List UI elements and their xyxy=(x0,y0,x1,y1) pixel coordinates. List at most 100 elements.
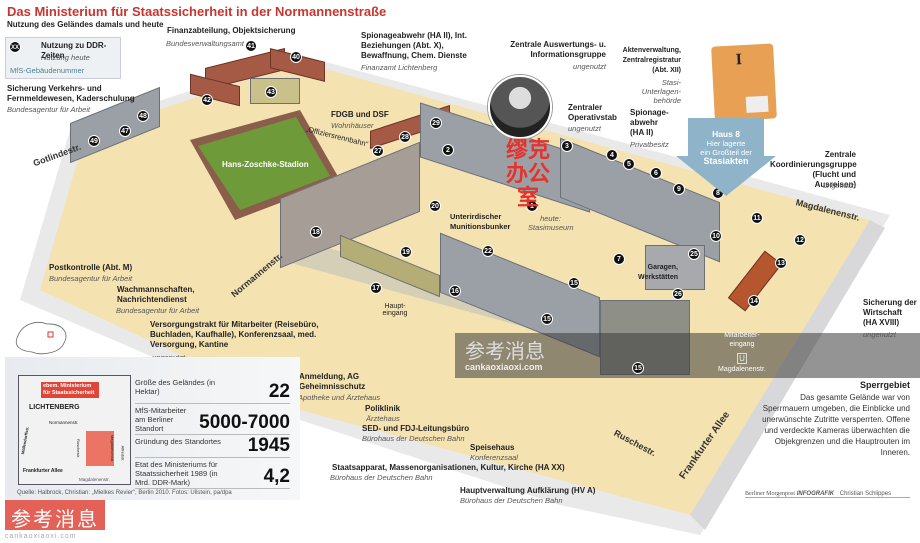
marker-19: 19 xyxy=(400,246,412,258)
main-entrance-label: Haupt-eingang xyxy=(382,303,408,317)
stat-value: 5000-7000 xyxy=(199,412,290,433)
marker-27: 27 xyxy=(372,145,384,157)
marker-28: 28 xyxy=(399,131,411,143)
label-postkontrolle: Postkontrolle (Abt. M) xyxy=(49,263,133,272)
ubahn-icon: U xyxy=(737,353,747,364)
watermark-url: cankaoxiaoxi.com xyxy=(465,362,543,372)
label-verkehr: Sicherung Verkehrs- und Fernmeldewesen, … xyxy=(7,84,135,103)
marker-48: 48 xyxy=(137,110,149,122)
haus8-arrow xyxy=(676,118,776,196)
label-sed: SED- und FDJ-Leitungsbüro xyxy=(362,424,470,433)
label-spionage-1-now: Finanzamt Lichtenberg xyxy=(361,63,438,72)
label-speisehaus: Speisehaus xyxy=(470,443,515,452)
label-operativstab-now: ungenutzt xyxy=(568,124,601,133)
watermark-chinese: 参考消息 xyxy=(465,339,545,363)
haus8-title: Haus 8 xyxy=(712,129,740,139)
minimap-station: Magdalenenstr. xyxy=(79,477,110,482)
label-finanz: Finanzabteilung, Objektsicherung xyxy=(167,26,296,35)
label-akten-now: Stasi-Unterlagen-behörde xyxy=(641,78,681,105)
bunker-label: Unterirdischer Munitionsbunker xyxy=(450,212,511,231)
stat-label: Etat des Ministeriums für Staatssicherhe… xyxy=(135,460,218,487)
minimap-label: ebem. Ministerium für Staatssicherheit xyxy=(41,382,99,398)
legend-then: Nutzung zu DDR-Zeiten xyxy=(41,41,107,60)
label-fdgb: FDGB und DSF xyxy=(331,110,389,119)
legend-number: MfS-Gebäudenummer xyxy=(10,66,85,75)
label-operativstab: Zentraler Operativstab xyxy=(568,103,617,122)
watermark-logo: 参考消息 xyxy=(5,500,105,531)
marker-10: 10 xyxy=(710,230,722,242)
source-note: Quelle: Halbrock, Christian: „Mielkes Re… xyxy=(17,490,232,496)
label-staatsapparat: Staatsapparat, Massenorganisationen, Kul… xyxy=(332,463,565,472)
museum-label: heute: Stasimuseum xyxy=(528,214,574,232)
marker-43: 43 xyxy=(265,86,277,98)
label-postkontrolle-now: Bundesagentur für Arbeit xyxy=(49,274,133,283)
marker-29: 29 xyxy=(430,117,442,129)
haus8-line1: Hier lagerte xyxy=(706,139,746,148)
stat-label: MfS-Mitarbeiter am Berliner Standort xyxy=(135,406,187,433)
minimap-street-magdalenen: Magdalenenstr. xyxy=(110,434,116,463)
minimap-street-moellendorff: Möllendorffstr. xyxy=(20,426,30,455)
marker-3: 3 xyxy=(561,140,573,152)
watermark-band: 参考消息 cankaoxiaoxi.com xyxy=(455,333,920,378)
sperrgebiet-title: Sperrgebiet xyxy=(859,380,910,390)
file-folder-photo: I xyxy=(711,43,777,122)
marker-26: 26 xyxy=(672,288,684,300)
label-wach-now: Bundesagentur für Arbeit xyxy=(116,306,200,315)
marker-16: 16 xyxy=(449,285,461,297)
label-zaig-now: ungenutzt xyxy=(573,62,606,71)
portrait-photo xyxy=(488,75,552,139)
marker-2: 2 xyxy=(442,144,454,156)
haus8-line2: ein Großteil der xyxy=(700,148,752,157)
marker-17: 17 xyxy=(370,282,382,294)
stat-area: Größe des Geländes (in Hektar)22 xyxy=(135,377,290,404)
marker-41: 41 xyxy=(245,40,257,52)
label-wach: Wachmannschaften, Nachrichtendienst xyxy=(117,285,195,304)
stat-label: Gründung des Standortes xyxy=(135,437,221,446)
label-spionage-2: Spionage-abwehr (HA II) xyxy=(630,108,669,137)
marker-20: 20 xyxy=(429,200,441,212)
stat-staff: MfS-Mitarbeiter am Berliner Standort 5000… xyxy=(135,405,290,435)
marker-5: 5 xyxy=(623,158,635,170)
ubahn-station-label: Magdalenenstr. xyxy=(718,366,766,373)
label-verkehr-now: Bundesagentur für Arbeit xyxy=(7,105,91,114)
haus8-line3: Stasiakten xyxy=(703,156,749,166)
watermark-logo-chinese: 参考消息 xyxy=(11,507,99,531)
marker-15b: 15 xyxy=(541,313,553,325)
label-hva-now: Bürohaus der Deutschen Bahn xyxy=(460,496,563,505)
label-versorgung: Versorgungstrakt für Mitarbeiter (Reiseb… xyxy=(150,320,319,349)
marker-22: 22 xyxy=(482,245,494,257)
stat-budget: Etat des Ministeriums für Staatssicherhe… xyxy=(135,459,290,489)
legend-now: Nutzung heute xyxy=(41,53,90,62)
label-staatsapparat-now: Bürohaus der Deutschen Bahn xyxy=(330,473,433,482)
stadium-field xyxy=(198,117,330,210)
garages-label: Garagen, Werkstätten xyxy=(638,264,678,281)
credit-brand: Berliner Morgenpost xyxy=(745,491,796,497)
label-wirtschaft-now: ungenutzt xyxy=(863,330,896,339)
marker-11: 11 xyxy=(751,212,763,224)
label-wirtschaft: Sicherung der Wirtschaft (HA XVIII) xyxy=(863,298,917,327)
label-speisehaus-now: Konferenzsaal xyxy=(470,453,518,462)
minimap-street-frankfurter: Frankfurter Allee xyxy=(23,468,63,474)
watermark-logo-url: cankaoxiaoxi.com xyxy=(5,533,77,540)
haus8-caption: Haus 8 Hier lagerte ein Großteil der Sta… xyxy=(690,130,762,166)
marker-1: 1 xyxy=(526,200,538,212)
label-finanz-now: Bundesverwaltungsamt xyxy=(166,39,244,48)
folder-sticker xyxy=(745,95,769,113)
marker-15a: 15 xyxy=(568,277,580,289)
minimap-street-normannen: Normannenstr. xyxy=(49,420,79,425)
staff-entrance-label: Mitarbeiter-eingang xyxy=(724,332,760,348)
credit-line: Berliner Morgenpost INFOGRAFIK Christian… xyxy=(745,491,910,498)
legend-badge: XX xyxy=(9,41,21,53)
minimap-district: LICHTENBERG xyxy=(29,404,80,411)
credit-tag: INFOGRAFIK xyxy=(796,491,835,497)
label-fdgb-now: Wohnhäuser xyxy=(331,121,374,130)
label-poliklinik-now: Ärztehaus xyxy=(366,414,400,423)
marker-15c: 15 xyxy=(632,362,644,374)
minimap-site xyxy=(86,431,114,466)
marker-42: 42 xyxy=(201,94,213,106)
label-sed-now: Bürohaus der Deutschen Bahn xyxy=(362,434,465,443)
label-zaig: Zentrale Auswertungs- u. Informationsgru… xyxy=(510,40,606,59)
stat-value: 4,2 xyxy=(263,466,290,487)
credit-author: Christian Schlippes xyxy=(839,491,892,497)
